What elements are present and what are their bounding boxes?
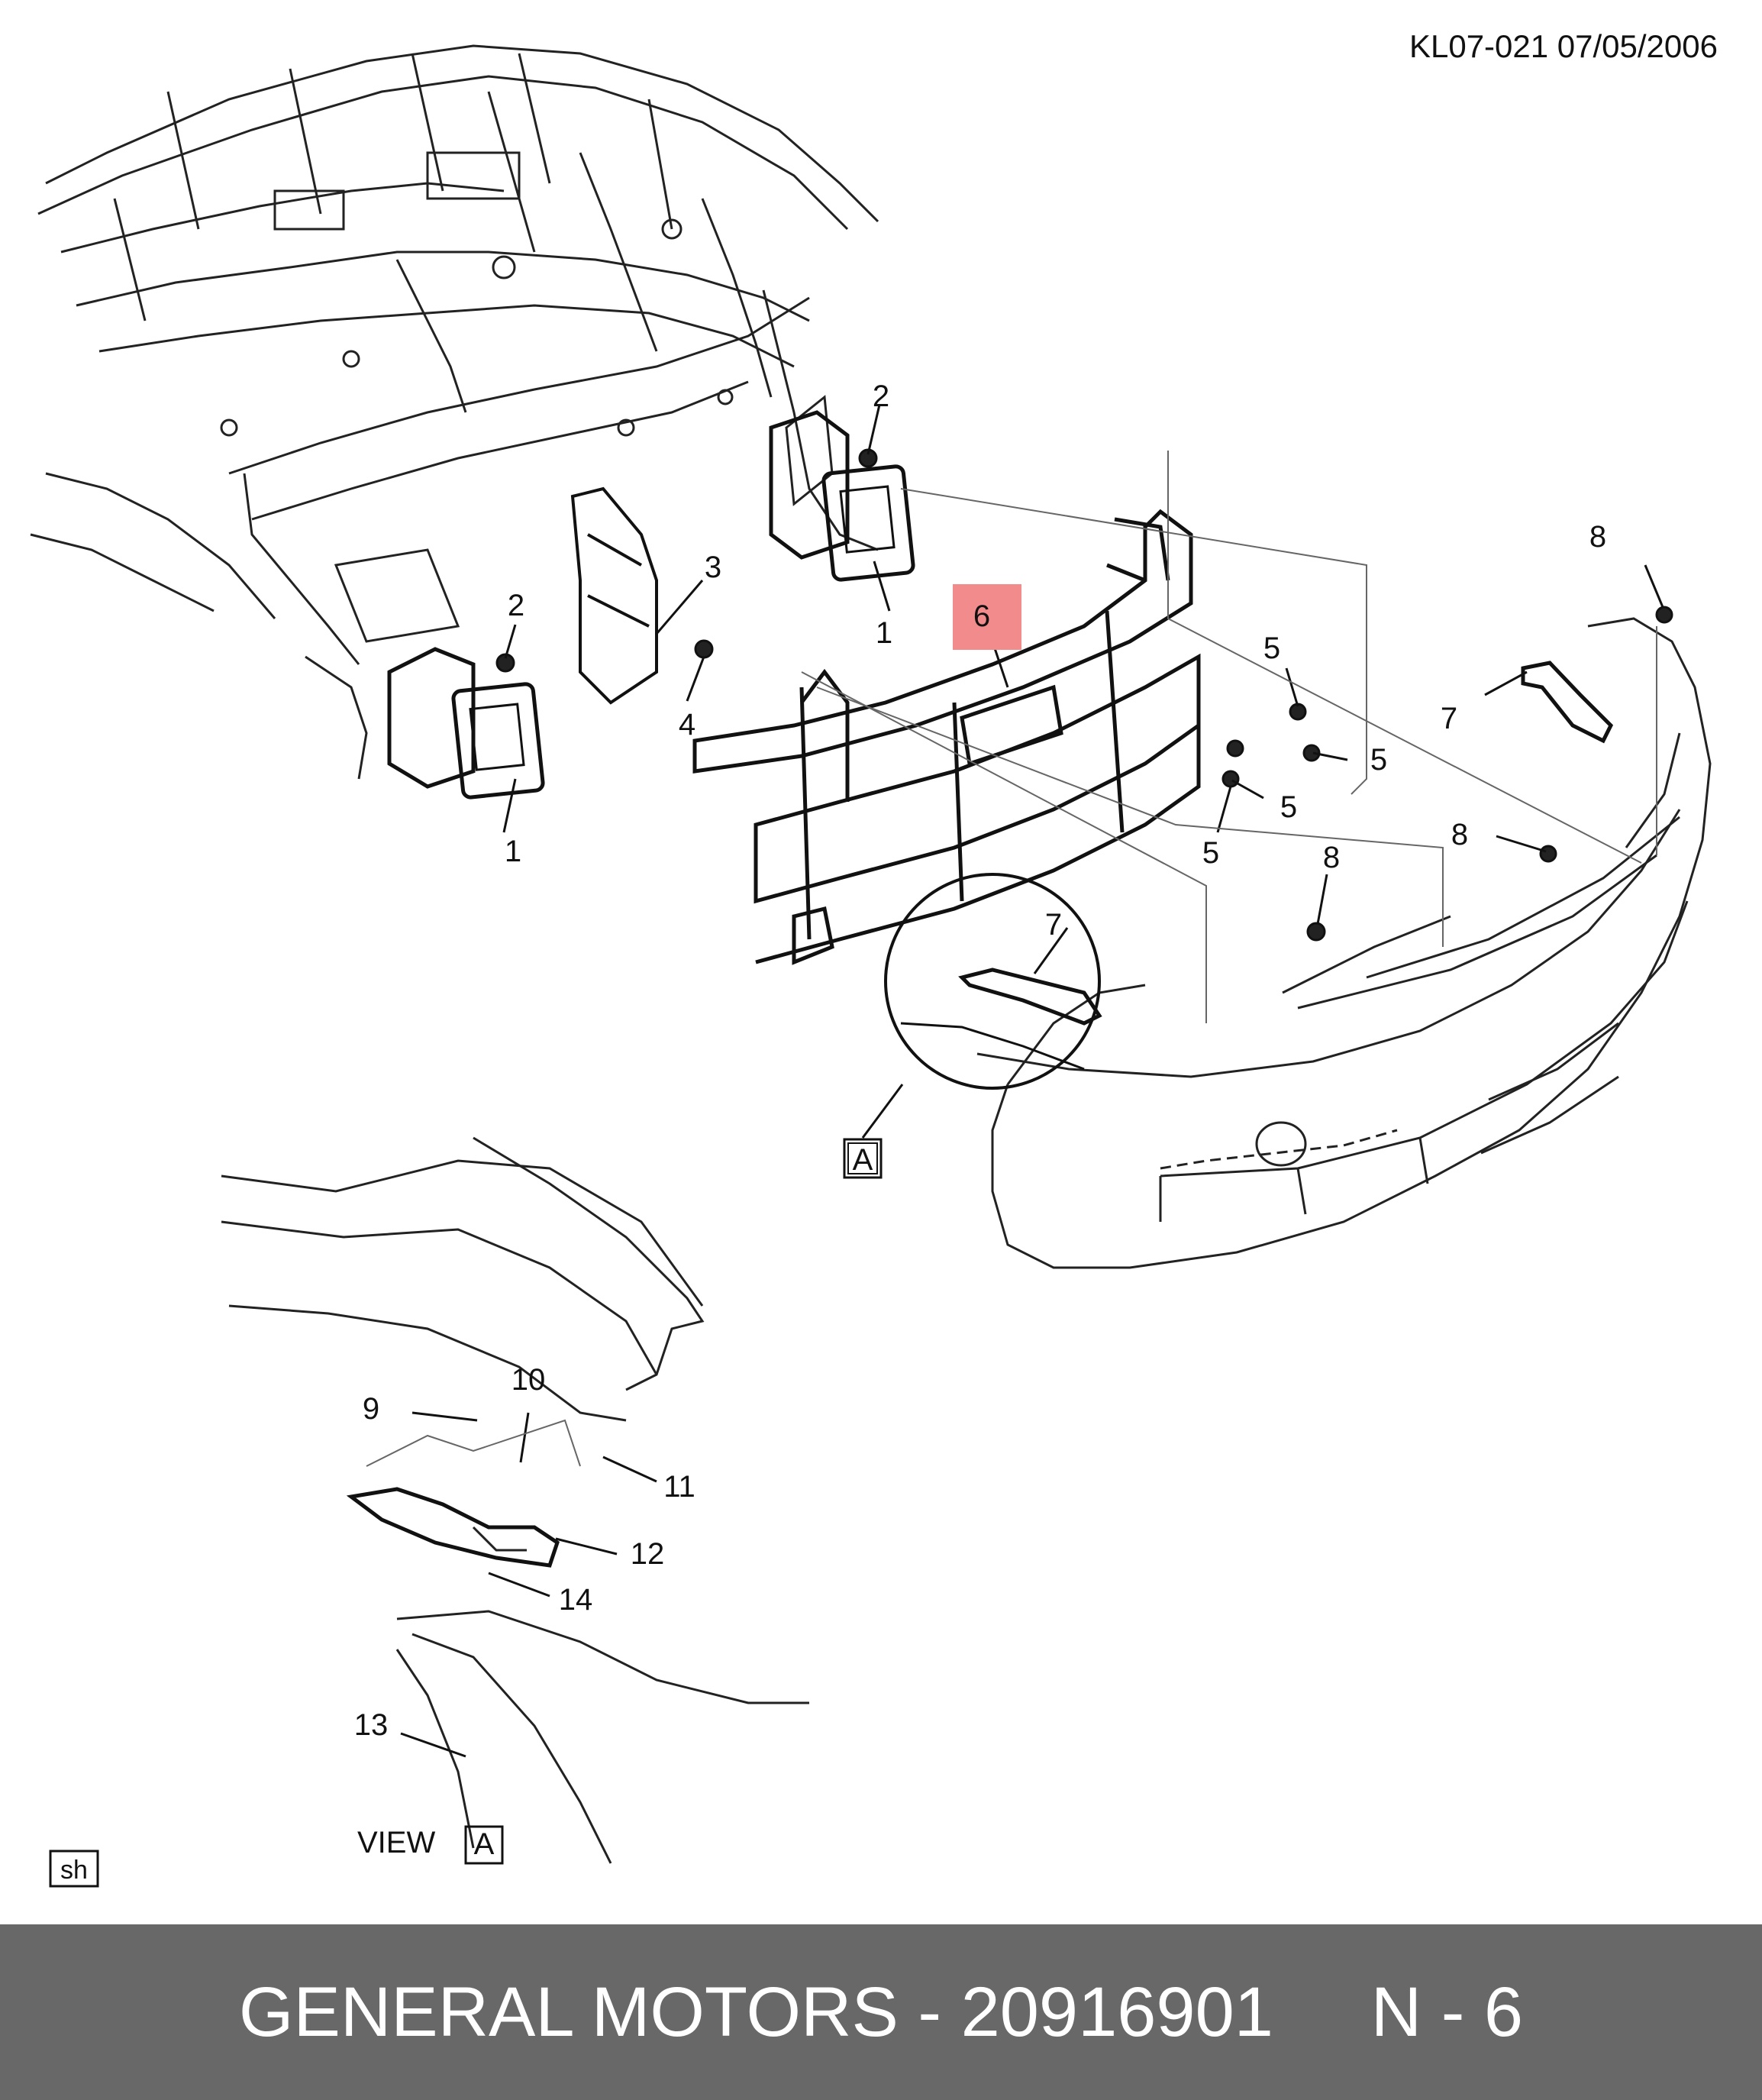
- callout-2: 2: [508, 589, 524, 622]
- deflector-panel: [570, 486, 658, 705]
- absorber-bracket: [1521, 661, 1614, 744]
- view-letter-a: A: [474, 1827, 495, 1861]
- callout-11: 11: [663, 1470, 695, 1504]
- footer-part-number: GENERAL MOTORS - 20916901 N - 6: [238, 1972, 1524, 2051]
- sheet-tag-label: sh: [60, 1856, 88, 1885]
- callout-3: 3: [705, 551, 721, 584]
- front-fascia: [976, 617, 1712, 1269]
- bracket-right: [769, 410, 915, 582]
- callout-7: 7: [1045, 908, 1062, 942]
- callout-8: 8: [1451, 818, 1468, 851]
- footer-bar: GENERAL MOTORS - 20916901 N - 6: [0, 1924, 1762, 2100]
- view-a-caption: VIEW A: [357, 1825, 504, 1865]
- callout-7: 7: [1441, 702, 1457, 735]
- callout-9: 9: [363, 1392, 379, 1426]
- callout-8: 8: [1589, 520, 1606, 554]
- bracket-left: [387, 647, 545, 800]
- callout-12: 12: [631, 1537, 665, 1571]
- reference-lines: [366, 451, 1657, 1467]
- callout-5: 5: [1370, 743, 1387, 777]
- body-frame: [30, 44, 879, 780]
- view-a-fender: [221, 1136, 809, 1864]
- callout-1: 1: [876, 616, 892, 650]
- callout-14: 14: [559, 1583, 593, 1617]
- highlight-box: [953, 584, 1021, 650]
- view-word: VIEW: [357, 1826, 435, 1859]
- detail-circle-a: [884, 873, 1102, 1090]
- callout-4: 4: [679, 708, 695, 741]
- impact-bar: [692, 509, 1201, 965]
- callout-5: 5: [1202, 836, 1219, 870]
- callout-5: 5: [1280, 790, 1297, 824]
- callout-labels: 1 1 2 2 3 4 5 5 5 5 6 7 7 8 8 8 9 10 11 …: [354, 380, 1606, 1742]
- callout-1: 1: [505, 835, 521, 868]
- callout-5: 5: [1263, 632, 1280, 665]
- fastener-clips: [495, 448, 1673, 942]
- parts-diagram: KL07-021 07/05/2006: [30, 28, 1718, 1888]
- callout-2: 2: [873, 380, 889, 413]
- callout-8: 8: [1323, 841, 1340, 874]
- diagram-code-date: KL07-021 07/05/2006: [1409, 28, 1718, 64]
- callout-6: 6: [973, 599, 990, 633]
- callout-10: 10: [511, 1363, 546, 1397]
- sheet-tag: sh: [49, 1850, 99, 1888]
- leader-lines: [400, 404, 1664, 1758]
- view-a-tag: A: [843, 1138, 883, 1179]
- callout-13: 13: [354, 1708, 389, 1742]
- detail-letter-a: A: [853, 1143, 873, 1177]
